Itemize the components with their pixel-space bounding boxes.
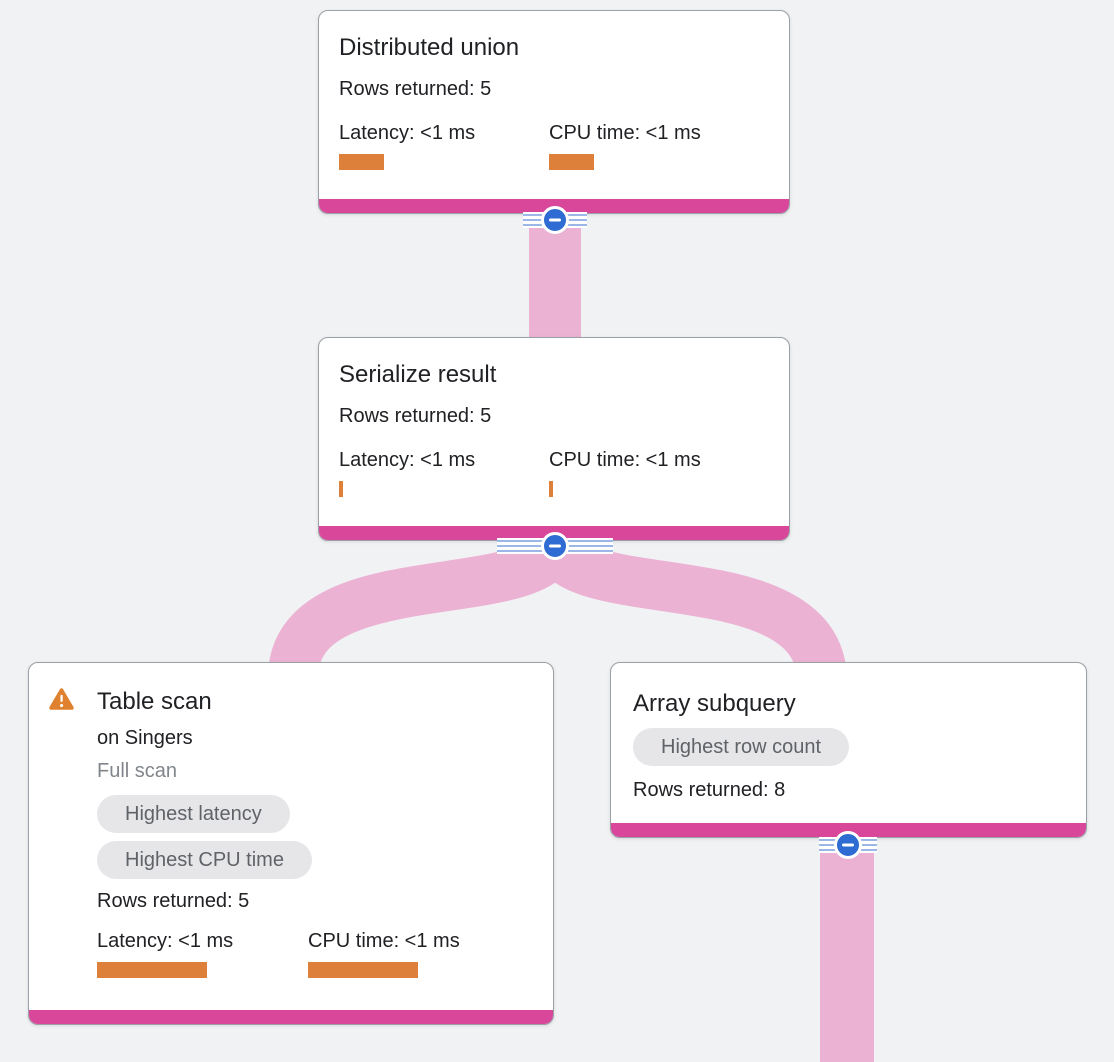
- cpu-time-label: CPU time: <1 ms: [549, 122, 701, 144]
- rows-returned-label: Rows returned: 8: [633, 779, 786, 801]
- collapse-node-button[interactable]: [819, 831, 877, 859]
- cpu-time-bar: [308, 962, 418, 978]
- metrics-row: Latency: <1 ms CPU time: <1 ms: [339, 120, 769, 170]
- node-title: Table scan: [97, 688, 212, 715]
- plan-node-array-subquery[interactable]: Array subquery Highest row count Rows re…: [610, 662, 1087, 838]
- plan-node-table-scan[interactable]: Table scan on Singers Full scan Highest …: [28, 662, 554, 1025]
- scan-type-label: Full scan: [97, 760, 178, 782]
- badge-highest-row-count: Highest row count: [633, 728, 850, 766]
- metrics-row: Latency: <1 ms CPU time: <1 ms: [97, 928, 533, 978]
- latency-bar: [339, 481, 343, 497]
- minus-circle-icon: [541, 206, 569, 234]
- warning-triangle-icon: [49, 688, 74, 710]
- rows-returned-label: Rows returned: 5: [339, 405, 492, 427]
- node-title: Distributed union: [339, 34, 520, 61]
- latency-metric: Latency: <1 ms: [97, 928, 308, 978]
- cpu-metric: CPU time: <1 ms: [308, 928, 533, 978]
- connector-band: [529, 213, 581, 339]
- collapse-node-button[interactable]: [523, 206, 587, 234]
- latency-bar: [339, 154, 384, 170]
- latency-label: Latency: <1 ms: [339, 449, 476, 471]
- minus-circle-icon: [834, 831, 862, 859]
- latency-label: Latency: <1 ms: [339, 122, 476, 144]
- minus-circle-icon: [541, 532, 569, 560]
- rows-returned-label: Rows returned: 5: [97, 890, 250, 912]
- cpu-time-bar: [549, 481, 553, 497]
- latency-metric: Latency: <1 ms: [339, 120, 549, 170]
- node-footer-bar: [29, 1010, 553, 1024]
- badge-highest-cpu-time: Highest CPU time: [97, 841, 312, 879]
- metrics-row: Latency: <1 ms CPU time: <1 ms: [339, 447, 769, 497]
- node-subtitle: on Singers: [97, 727, 193, 749]
- connector-band: [531, 533, 847, 680]
- cpu-time-label: CPU time: <1 ms: [549, 449, 701, 471]
- plan-node-serialize-result[interactable]: Serialize result Rows returned: 5 Latenc…: [318, 337, 790, 541]
- collapse-node-button[interactable]: [497, 532, 613, 560]
- node-title: Array subquery: [633, 690, 796, 717]
- connector-band: [268, 533, 579, 679]
- latency-metric: Latency: <1 ms: [339, 447, 549, 497]
- node-title: Serialize result: [339, 361, 497, 388]
- rows-returned-label: Rows returned: 5: [339, 78, 492, 100]
- badge-highest-latency: Highest latency: [97, 795, 290, 833]
- latency-label: Latency: <1 ms: [97, 930, 234, 952]
- cpu-metric: CPU time: <1 ms: [549, 447, 769, 497]
- cpu-time-bar: [549, 154, 594, 170]
- plan-node-distributed-union[interactable]: Distributed union Rows returned: 5 Laten…: [318, 10, 790, 214]
- cpu-metric: CPU time: <1 ms: [549, 120, 769, 170]
- cpu-time-label: CPU time: <1 ms: [308, 930, 460, 952]
- connector-band: [820, 839, 874, 1062]
- latency-bar: [97, 962, 207, 978]
- node-footer-bar: [611, 823, 1086, 837]
